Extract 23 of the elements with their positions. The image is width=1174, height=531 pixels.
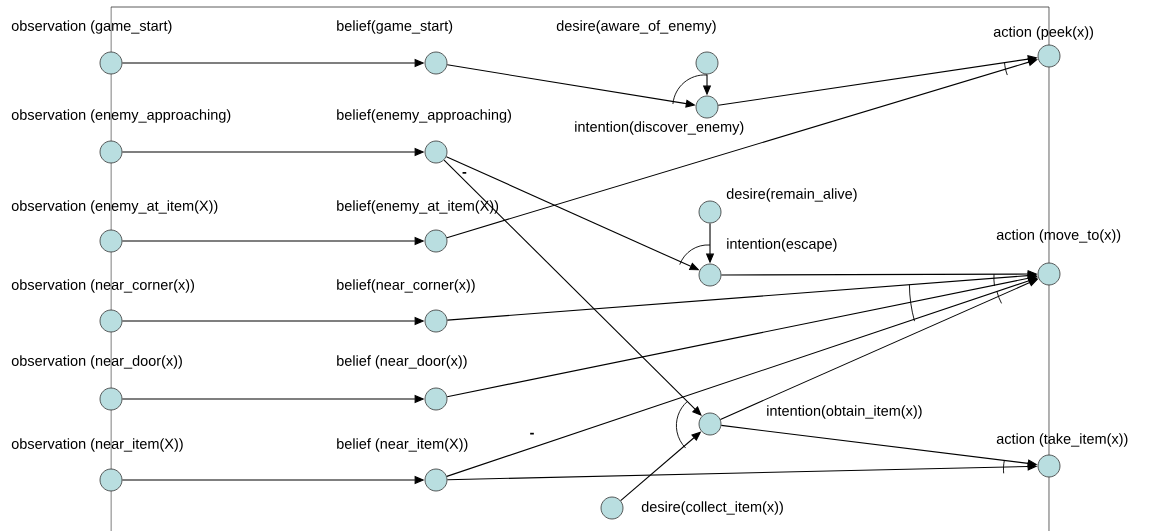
node-label: observation (enemy_at_item(X)) <box>11 200 218 214</box>
node-label: belief (near_door(x)) <box>337 355 467 369</box>
node-label: belief (near_item(X)) <box>337 438 468 452</box>
node-label: desire(aware_of_enemy) <box>556 20 716 34</box>
node-label: intention(obtain_item(x)) <box>767 405 922 419</box>
node-label: action (move_to(x)) <box>996 229 1121 243</box>
node-label: action (peek(x)) <box>993 26 1094 40</box>
arrow <box>443 159 702 416</box>
node-label: belief(game_start) <box>337 20 453 34</box>
node-label: observation (near_item(X)) <box>11 438 183 452</box>
node-label: observation (near_corner(x)) <box>11 279 195 293</box>
node-label: belief(near_corner(x)) <box>337 279 475 293</box>
node-label: belief(enemy_approaching) <box>337 109 511 123</box>
edge-label: - <box>462 172 467 174</box>
edge-label: - <box>530 432 534 435</box>
node-label: observation (game_start) <box>11 20 172 34</box>
node-label: intention(discover_enemy) <box>575 121 744 135</box>
node-label: observation (near_door(x)) <box>11 355 182 369</box>
node-label: desire(collect_item(x)) <box>641 501 783 515</box>
node-label: intention(escape) <box>727 238 837 252</box>
node-label: observation (enemy_approaching) <box>11 109 231 123</box>
node-label: desire(remain_alive) <box>726 188 857 202</box>
node-label: action (take_item(x)) <box>996 433 1128 447</box>
